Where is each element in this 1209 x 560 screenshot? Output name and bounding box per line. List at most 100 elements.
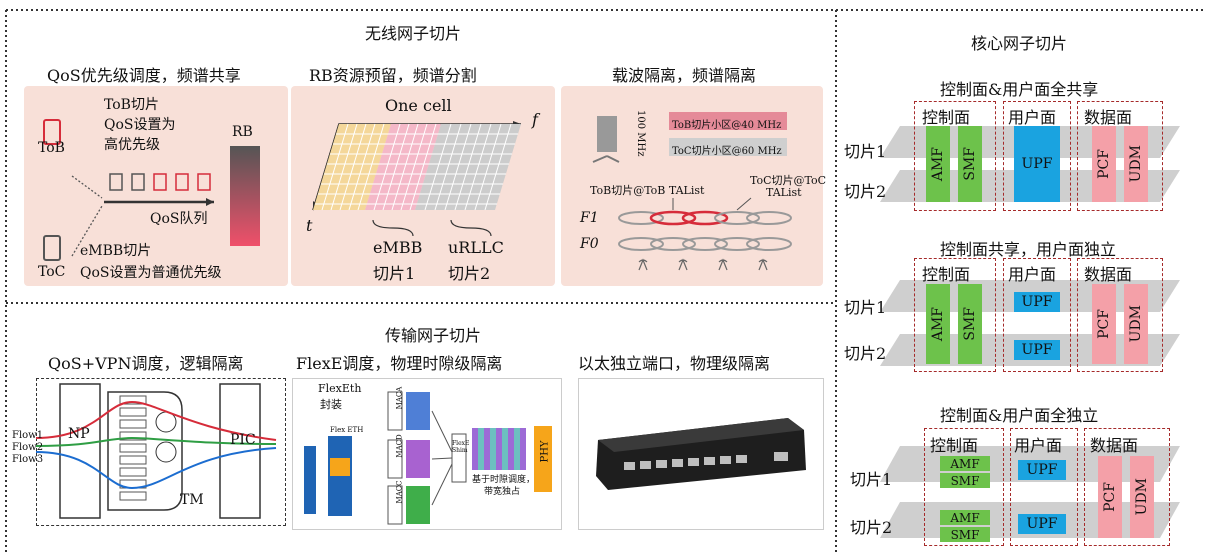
switch-icon — [596, 418, 806, 490]
core-g2-ctrl-label: 控制面 — [922, 265, 971, 284]
macd-label: MACD — [395, 434, 404, 458]
core-g2-title: 控制面共享，用户面独立 — [940, 240, 1117, 259]
embb-qos-label: QoS设置为普通优先级 — [80, 265, 222, 281]
rb-title: RB资源预留，频谱分割 — [309, 66, 477, 85]
core-g3-smf-1: SMF — [940, 473, 990, 488]
core-g2-amf: AMF — [926, 284, 950, 364]
core-g1-pcf: PCF — [1092, 126, 1116, 202]
transport-title: 传输网子切片 — [385, 326, 482, 345]
core-g3-upf-1: UPF — [1018, 460, 1066, 480]
core-g2-upf-2: UPF — [1014, 340, 1060, 360]
core-g3-slice1: 切片1 — [850, 470, 893, 489]
core-g1-ctrl-label: 控制面 — [922, 108, 971, 127]
core-g3-slice2: 切片2 — [850, 518, 893, 537]
core-g3-title: 控制面&用户面全独立 — [940, 406, 1099, 425]
flexe-title: FlexE调度，物理时隙级隔离 — [296, 354, 503, 373]
core-g1-user-box — [1003, 101, 1071, 211]
np-label: NP — [68, 426, 90, 442]
f-axis-label: f — [532, 110, 538, 129]
core-g3-udm: UDM — [1130, 456, 1154, 538]
flexe-diagram — [304, 391, 552, 525]
core-g2-data-box — [1077, 258, 1163, 372]
core-g2-user-label: 用户面 — [1008, 265, 1057, 284]
one-cell-label: One cell — [385, 96, 452, 115]
qos-title: QoS优先级调度，频谱共享 — [47, 66, 241, 85]
bandwidth-label: 带宽独占 — [484, 487, 521, 497]
core-g2-pcf: PCF — [1092, 284, 1116, 364]
flex-eth-label: Flex ETH — [330, 426, 364, 434]
tob-priority-label: 高优先级 — [104, 137, 160, 153]
vpn-title: QoS+VPN调度，逻辑隔离 — [48, 354, 244, 373]
mhz-label: 100 MHz — [635, 110, 646, 157]
core-g3-smf-2: SMF — [940, 527, 990, 542]
core-g1-smf: SMF — [958, 126, 982, 202]
f0-label: F0 — [580, 236, 599, 252]
embb-slice-label: eMBB切片 — [80, 243, 152, 259]
toc-talist-label: ToC切片@ToC — [750, 174, 827, 187]
pic-label: PIC — [230, 432, 256, 448]
core-g1-upf: UPF — [1014, 126, 1060, 202]
core-g1-slice2: 切片2 — [844, 182, 887, 201]
phy-label: PHY — [539, 440, 551, 463]
tm-label: TM — [180, 492, 204, 508]
core-g3-amf-1: AMF — [940, 456, 990, 471]
slot-sched-label: 基于时隙调度， — [472, 475, 536, 485]
core-g1-user-label: 用户面 — [1008, 108, 1057, 127]
core-g3-ctrl-label: 控制面 — [930, 436, 979, 455]
eth-title: 以太独立端口，物理级隔离 — [578, 354, 771, 373]
vpn-diagram — [35, 383, 277, 519]
qos-queue-label: QoS队列 — [150, 211, 208, 227]
slice1-label: 切片1 — [373, 264, 416, 283]
carrier-diagram — [592, 112, 792, 271]
core-g2-udm: UDM — [1124, 284, 1148, 364]
urllc-label: uRLLC — [448, 238, 504, 257]
maca-label: MACA — [395, 386, 404, 410]
core-g3-user-label: 用户面 — [1014, 436, 1063, 455]
core-g3-data-box — [1084, 428, 1170, 546]
tob-cell-label: ToB切片小区@40 MHz — [672, 120, 782, 131]
core-g1-udm: UDM — [1124, 126, 1148, 202]
core-g3-user-box — [1010, 428, 1078, 546]
flexeth-label: FlexEth — [318, 382, 362, 395]
core-g1-title: 控制面&用户面全共享 — [940, 80, 1099, 99]
core-g2-ctrl-box — [914, 258, 996, 372]
core-g1-data-label: 数据面 — [1084, 108, 1133, 127]
f1-label: F1 — [580, 210, 599, 226]
tob-label: ToB — [38, 140, 65, 156]
slice2-label: 切片2 — [448, 264, 491, 283]
rb-label: RB — [232, 124, 253, 140]
tob-talist-label: ToB切片@ToB TAList — [590, 184, 705, 197]
flow1-label: Flow1 — [12, 430, 44, 441]
macc-label: MACC — [395, 480, 404, 504]
t-axis-label: t — [306, 216, 313, 235]
core-g3-ctrl-box — [924, 428, 1004, 546]
core-g2-smf: SMF — [958, 284, 982, 364]
core-g3-upf-2: UPF — [1018, 514, 1066, 534]
core-g2-upf-1: UPF — [1014, 292, 1060, 312]
core-g3-data-label: 数据面 — [1090, 436, 1139, 455]
encap-label: 封装 — [320, 398, 342, 411]
core-g2-slice1: 切片1 — [844, 298, 887, 317]
core-title: 核心网子切片 — [971, 34, 1068, 53]
core-g3-pcf: PCF — [1098, 456, 1122, 538]
embb-label: eMBB — [373, 238, 423, 257]
flexe-shim-label: FlexE Shim — [452, 440, 470, 454]
core-g1-slice1: 切片1 — [844, 142, 887, 161]
qos-diagram — [43, 119, 260, 261]
core-g1-data-box — [1077, 101, 1163, 211]
core-g1-amf: AMF — [926, 126, 950, 202]
wireless-title: 无线网子切片 — [365, 24, 462, 43]
core-g3-amf-2: AMF — [940, 510, 990, 525]
flow3-label: Flow3 — [12, 454, 44, 465]
rb-grid — [312, 121, 521, 237]
flow2-label: Flow2 — [12, 442, 44, 453]
core-g2-user-box — [1003, 258, 1071, 372]
core-g2-data-label: 数据面 — [1084, 265, 1133, 284]
tob-slice-label: ToB切片 — [104, 97, 159, 113]
tob-qos-label: QoS设置为 — [104, 117, 176, 133]
toc-label: ToC — [38, 264, 66, 280]
core-g2-slice2: 切片2 — [844, 344, 887, 363]
toc-cell-label: ToC切片小区@60 MHz — [672, 146, 782, 157]
carrier-title: 载波隔离，频谱隔离 — [612, 66, 757, 85]
